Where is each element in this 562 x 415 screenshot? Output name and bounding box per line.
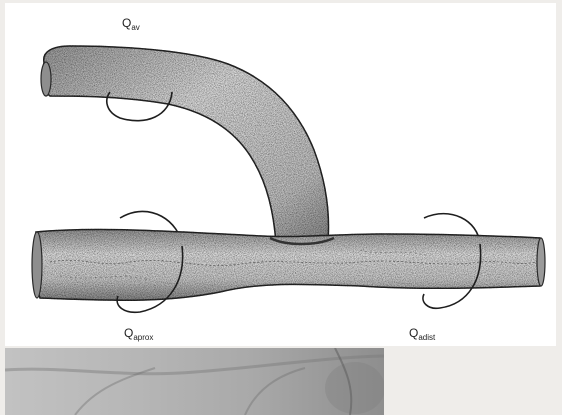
artery-right-end xyxy=(537,238,545,286)
artery-left-end xyxy=(32,232,42,298)
label-q-adist: Qadist xyxy=(409,326,435,342)
vein-vessel xyxy=(43,46,329,244)
label-q-av: Qav xyxy=(122,16,140,32)
xray-vessel-2 xyxy=(75,368,305,415)
angiography-image xyxy=(5,348,384,415)
vein-end xyxy=(41,62,51,96)
xray-vessel-1 xyxy=(5,356,384,374)
xray-structure xyxy=(325,362,384,414)
label-q-aprox: Qaprox xyxy=(124,326,153,342)
artery-vessel xyxy=(33,229,544,300)
